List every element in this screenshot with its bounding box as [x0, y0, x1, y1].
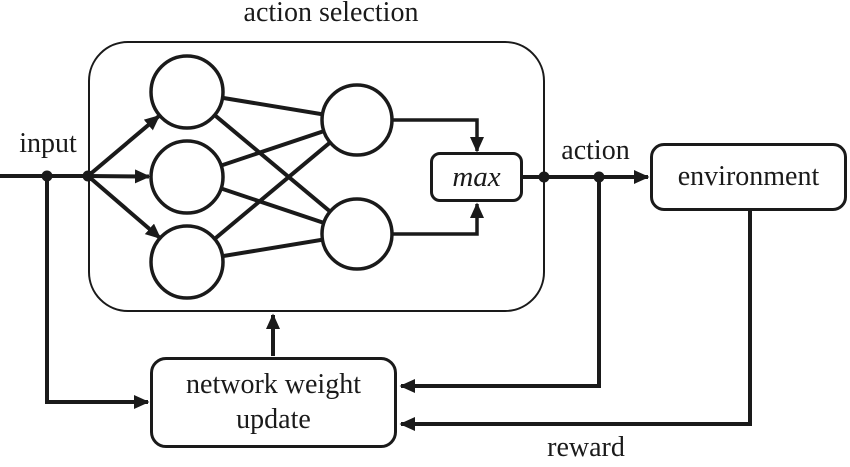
environment-box: environment — [650, 143, 847, 211]
output2-to-max-arrow — [392, 202, 484, 236]
boundary-junction-dot — [538, 171, 550, 183]
input-node-1 — [149, 54, 225, 130]
reward-label: reward — [547, 432, 625, 463]
max-box-label: max — [452, 160, 501, 193]
input-arrow-bottom — [86, 174, 162, 240]
input-arrow-middle — [87, 169, 151, 184]
input-feedback-arrow — [45, 176, 150, 409]
input-node-3 — [149, 224, 225, 300]
input-node-2 — [149, 139, 225, 215]
network-weight-update-box: network weight update — [150, 357, 397, 448]
input-arrow-top — [86, 114, 161, 178]
environment-box-label: environment — [677, 161, 820, 192]
input-junction-dot — [41, 170, 53, 182]
output-node-2 — [320, 197, 394, 271]
input-label: input — [19, 128, 77, 159]
reward-arrow — [399, 211, 752, 431]
output1-to-max-arrow — [392, 118, 484, 153]
max-box: max — [430, 152, 523, 202]
network-weight-update-label: network weight update — [186, 369, 361, 435]
output-node-1 — [320, 83, 394, 157]
action-feedback-arrow — [399, 177, 601, 393]
fanout-junction-dot — [82, 170, 94, 182]
action-junction-dot — [593, 171, 605, 183]
action-label: action — [561, 135, 630, 166]
diagram-title: action selection — [243, 0, 419, 28]
